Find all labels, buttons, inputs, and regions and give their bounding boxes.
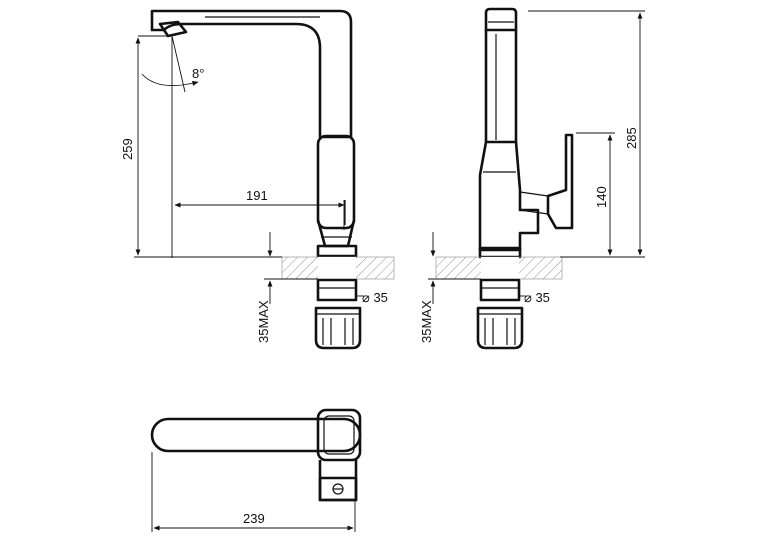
reach-label: 191 <box>246 188 268 203</box>
front-view <box>150 9 395 350</box>
top-spout <box>150 417 362 453</box>
front-mounting-nut <box>314 306 362 350</box>
side-spout-column <box>484 30 518 144</box>
spout-angle-annotation: 8° <box>141 35 204 258</box>
diameter-left-annotation: ⌀ 35 <box>356 290 388 305</box>
max-thickness-right-dimension: 35MAX <box>419 232 481 343</box>
side-mounting-nut <box>476 306 524 350</box>
side-lever <box>546 133 574 230</box>
lever-height-label: 140 <box>594 186 609 208</box>
top-length-dimension: 239 <box>151 452 356 532</box>
top-view <box>150 408 362 502</box>
height-right-dimension: 285 <box>528 10 645 258</box>
angle-label: 8° <box>192 66 204 81</box>
max-thickness-left-label: 35MAX <box>256 300 271 343</box>
lever-height-dimension: 140 <box>576 132 615 256</box>
side-view <box>435 7 574 350</box>
diameter-right-label: ⌀ 35 <box>524 290 550 305</box>
height-left-label: 259 <box>120 138 135 160</box>
max-thickness-left-dimension: 35MAX <box>256 232 318 343</box>
reach-dimension: 191 <box>174 188 345 230</box>
front-body <box>316 134 356 230</box>
max-thickness-right-label: 35MAX <box>419 300 434 343</box>
top-length-label: 239 <box>243 511 265 526</box>
top-lever-base <box>318 476 358 502</box>
height-left-dimension: 259 <box>120 35 282 258</box>
side-body <box>478 141 540 252</box>
diameter-left-label: ⌀ 35 <box>362 290 388 305</box>
height-right-label: 285 <box>624 127 639 149</box>
diameter-right-annotation: ⌀ 35 <box>519 290 550 305</box>
front-spout <box>150 9 353 139</box>
